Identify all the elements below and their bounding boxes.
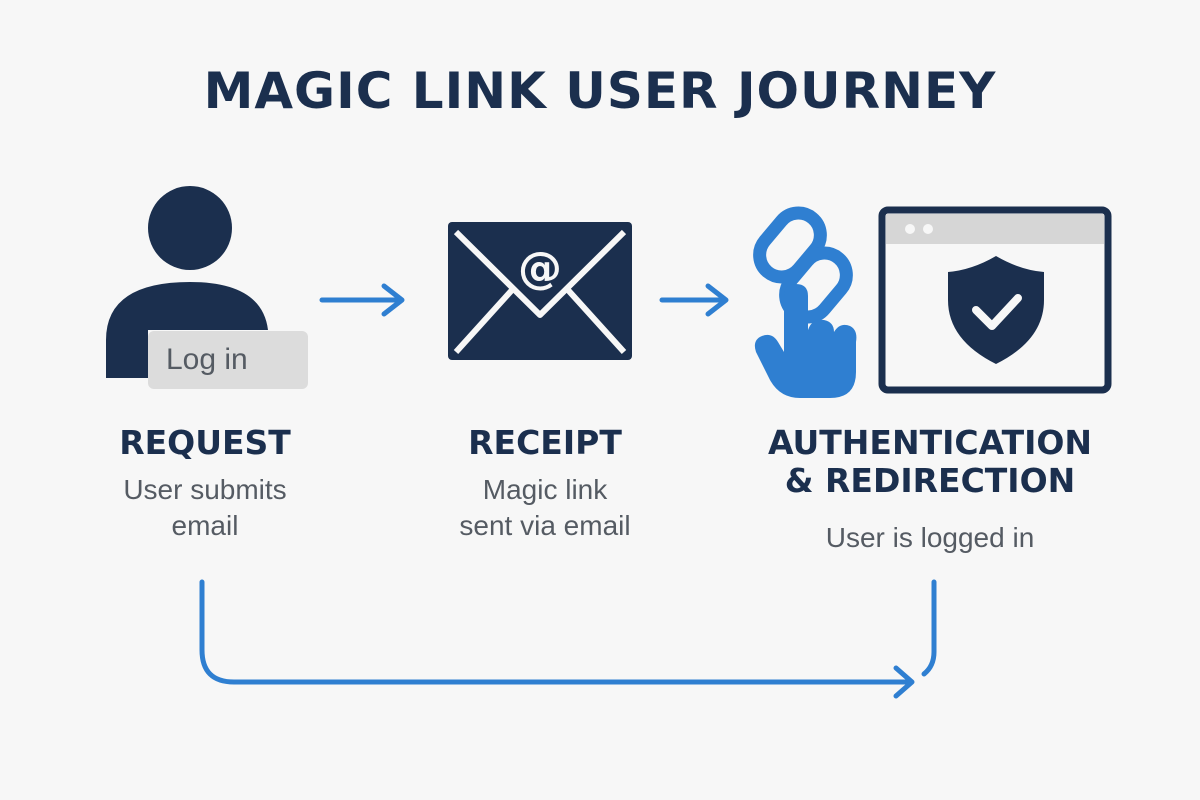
step-receipt-title: RECEIPT: [468, 423, 622, 462]
step-authentication-description: User is logged in: [825, 522, 1035, 553]
step-request-description: User submits email: [123, 474, 287, 542]
login-button-graphic: Log in: [148, 331, 308, 389]
step-request-title: REQUEST: [119, 423, 291, 462]
step-receipt-description: Magic link sent via email: [459, 474, 631, 542]
diagram-title: MAGIC LINK USER JOURNEY: [203, 62, 997, 120]
step-authentication-title: AUTHENTICATION & REDIRECTION: [767, 423, 1093, 500]
svg-text:@: @: [518, 243, 562, 294]
